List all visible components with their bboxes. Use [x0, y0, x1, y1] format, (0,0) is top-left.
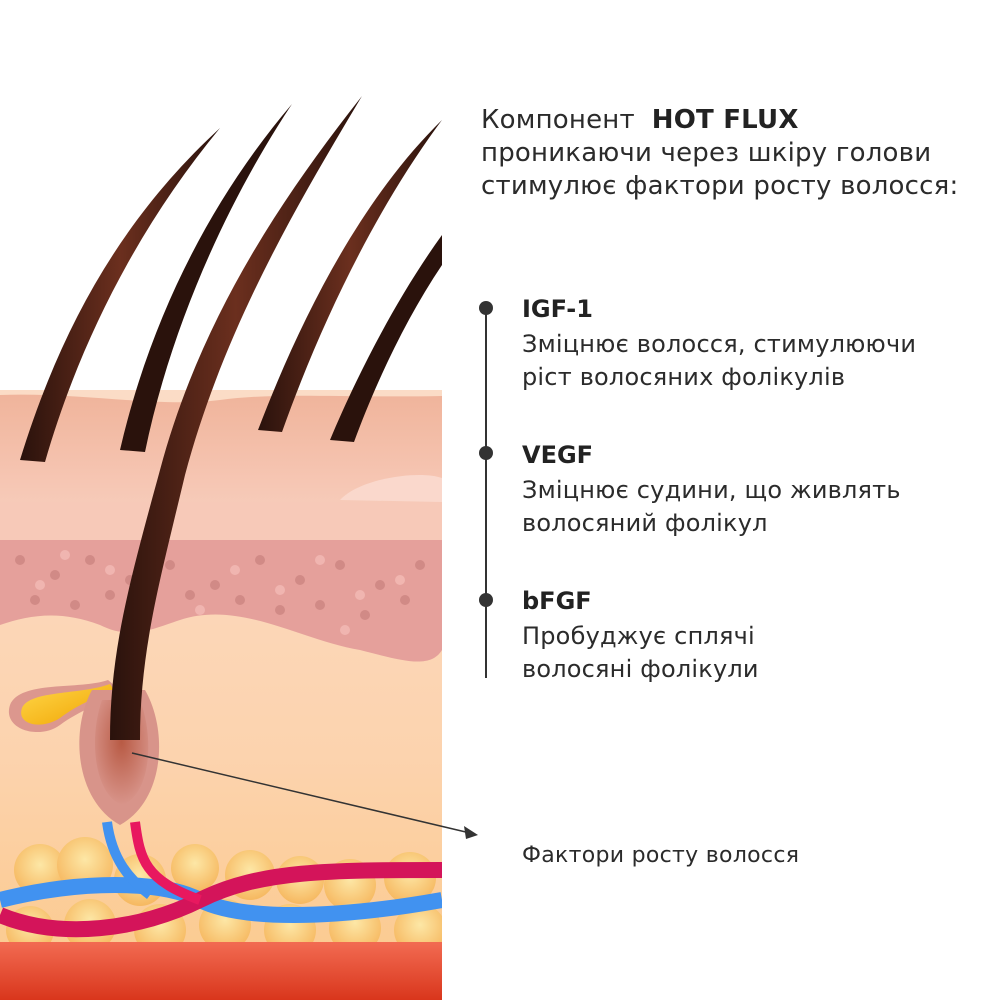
factor-title: IGF-1 — [522, 295, 593, 323]
timeline-dot — [479, 446, 493, 460]
factor-desc-line: Зміцнює волосся, стимулюючи — [522, 330, 917, 358]
intro-text: Компонент HOT FLUX проникаючи через шкір… — [481, 104, 961, 203]
factor-igf-1: IGF-1 Зміцнює волосся, стимулюючи ріст в… — [522, 294, 962, 394]
factor-bfgf: bFGF Пробуджує сплячі волосяні фолікули — [522, 586, 962, 686]
factor-desc-line: Зміцнює судини, що живлять — [522, 476, 901, 504]
timeline-line — [485, 308, 487, 678]
factor-desc-line: ріст волосяних фолікулів — [522, 363, 846, 391]
intro-line-2: проникаючи через шкіру голови — [481, 138, 932, 168]
pointer-line — [131, 752, 471, 834]
factor-description: Зміцнює волосся, стимулюючи ріст волосян… — [522, 328, 962, 394]
factor-description: Зміцнює судини, що живлять волосяний фол… — [522, 474, 962, 540]
factor-desc-line: волосяні фолікули — [522, 655, 759, 683]
factor-title: bFGF — [522, 587, 592, 615]
intro-line-3: стимулює фактори росту волосся: — [481, 171, 959, 201]
brand-name: HOT FLUX — [651, 105, 799, 135]
factor-description: Пробуджує сплячі волосяні фолікули — [522, 620, 962, 686]
timeline-dot — [479, 301, 493, 315]
intro-prefix: Компонент — [481, 105, 635, 135]
factor-desc-line: Пробуджує сплячі — [522, 622, 755, 650]
hair-strands — [20, 96, 442, 740]
pointer-label: Фактори росту волосся — [522, 843, 800, 868]
timeline-dot — [479, 593, 493, 607]
arrow-head-icon — [464, 826, 478, 839]
factor-desc-line: волосяний фолікул — [522, 509, 768, 537]
factor-title: VEGF — [522, 441, 594, 469]
factor-vegf: VEGF Зміцнює судини, що живлять волосяни… — [522, 440, 962, 540]
muscle-layer — [0, 942, 442, 1000]
